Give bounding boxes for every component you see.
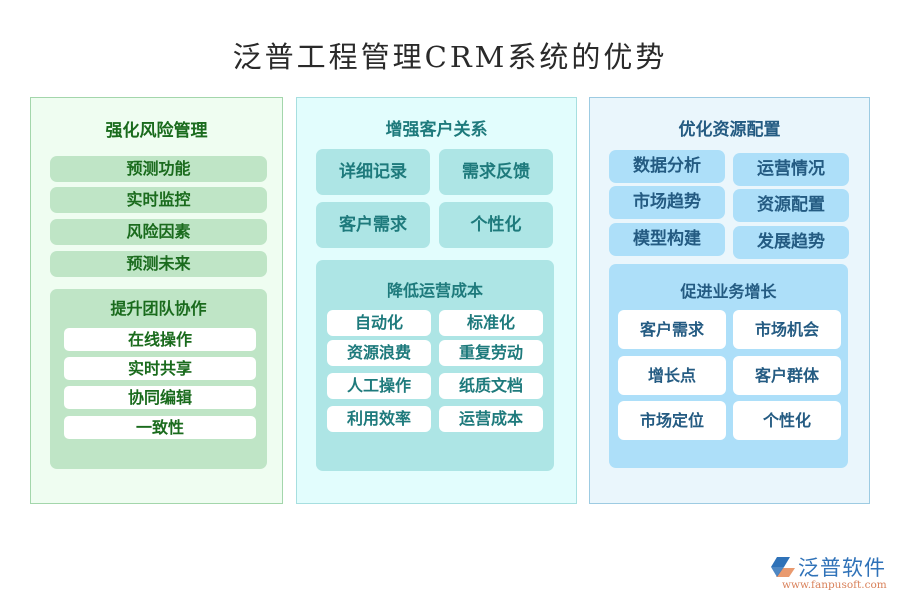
subgroup-item: 客户需求: [618, 310, 726, 349]
feature-item: 预测功能: [50, 156, 267, 182]
feature-item: 客户需求: [316, 202, 430, 248]
subgroup-item: 客户群体: [733, 356, 841, 395]
panel-customer-relations: 增强客户关系 详细记录 需求反馈 客户需求 个性化 降低运营成本 自动化 标准化…: [296, 97, 577, 504]
feature-item: 市场趋势: [609, 186, 725, 219]
brand-name: 泛普软件: [798, 556, 886, 580]
feature-item: 数据分析: [609, 150, 725, 183]
panel-title: 增强客户关系: [385, 120, 488, 140]
fanpu-logo-icon: [771, 557, 795, 577]
subgroup-item: 在线操作: [64, 328, 256, 351]
panel-title: 优化资源配置: [678, 120, 781, 140]
subgroup-item: 资源浪费: [327, 340, 431, 366]
subgroup-item: 增长点: [618, 356, 726, 395]
feature-item: 个性化: [439, 202, 553, 248]
page-title: 泛普工程管理CRM系统的优势: [232, 40, 668, 74]
subgroup-reduce-costs: 降低运营成本 自动化 标准化 资源浪费 重复劳动 人工操作 纸质文档 利用效率 …: [316, 260, 554, 471]
subgroup-item: 市场定位: [618, 401, 726, 440]
subgroup-title: 促进业务增长: [680, 282, 777, 301]
subgroup-item: 自动化: [327, 310, 431, 336]
subgroup-item: 重复劳动: [439, 340, 543, 366]
subgroup-team-collaboration: 提升团队协作 在线操作 实时共享 协同编辑 一致性: [50, 289, 267, 469]
subgroup-item: 实时共享: [64, 357, 256, 380]
subgroup-item: 纸质文档: [439, 373, 543, 399]
subgroup-item: 一致性: [64, 416, 256, 439]
panel-title: 强化风险管理: [105, 121, 208, 141]
feature-item: 预测未来: [50, 251, 267, 277]
feature-item: 详细记录: [316, 149, 430, 195]
subgroup-business-growth: 促进业务增长 客户需求 市场机会 增长点 客户群体 市场定位 个性化: [609, 264, 848, 468]
feature-item: 模型构建: [609, 223, 725, 256]
subgroup-item: 运营成本: [439, 406, 543, 432]
subgroup-title: 提升团队协作: [110, 299, 207, 318]
subgroup-title: 降低运营成本: [386, 281, 483, 300]
feature-item: 风险因素: [50, 219, 267, 245]
subgroup-item: 个性化: [733, 401, 841, 440]
feature-item: 实时监控: [50, 187, 267, 213]
subgroup-item: 人工操作: [327, 373, 431, 399]
feature-item: 运营情况: [733, 153, 849, 186]
subgroup-item: 协同编辑: [64, 386, 256, 409]
panel-resource-allocation: 优化资源配置 数据分析 运营情况 市场趋势 资源配置 模型构建 发展趋势 促进业…: [589, 97, 870, 504]
subgroup-item: 标准化: [439, 310, 543, 336]
brand-url: www.fanpusoft.com: [782, 579, 887, 591]
brand-logo: 泛普软件 www.fanpusoft.com: [770, 552, 895, 597]
feature-item: 资源配置: [733, 189, 849, 222]
subgroup-item: 利用效率: [327, 406, 431, 432]
feature-item: 发展趋势: [733, 226, 849, 259]
feature-item: 需求反馈: [439, 149, 553, 195]
subgroup-item: 市场机会: [733, 310, 841, 349]
panel-risk-management: 强化风险管理 预测功能 实时监控 风险因素 预测未来 提升团队协作 在线操作 实…: [30, 97, 283, 504]
